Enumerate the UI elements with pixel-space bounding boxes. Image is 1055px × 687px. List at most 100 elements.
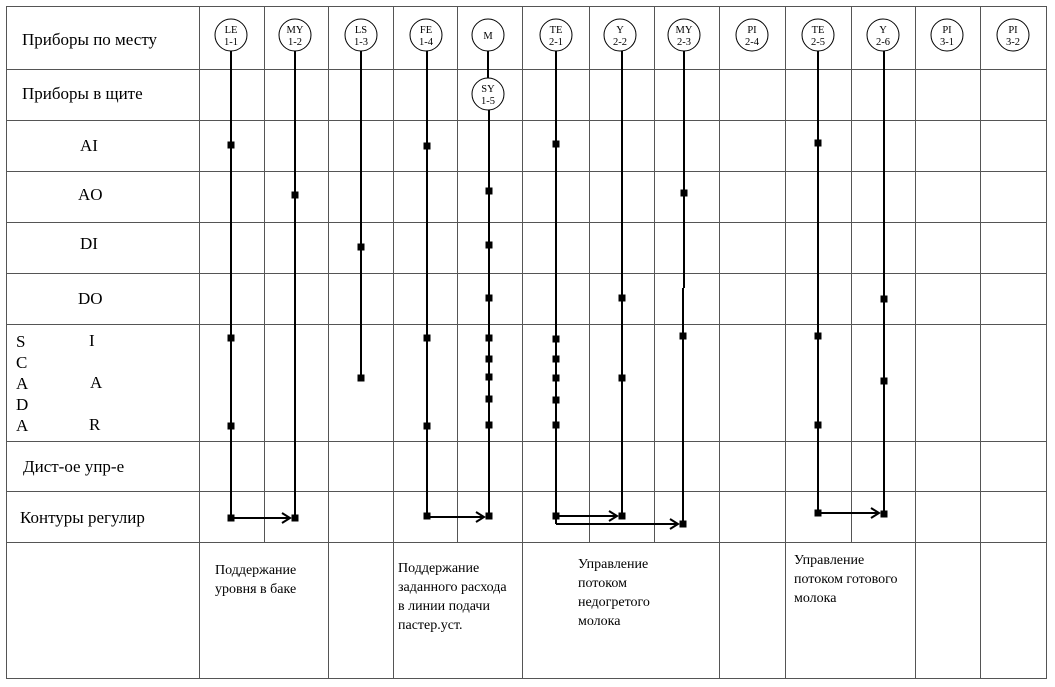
signal-marker [485,512,493,520]
description-line: Поддержание [215,563,297,578]
device-number: 2-6 [876,37,890,48]
row-label-do: DO [78,289,103,308]
row-label-ao: AO [78,185,103,204]
signal-lines [230,43,885,524]
signal-marker [423,512,431,520]
scada-letter: S [16,332,25,351]
signal-marker [552,374,560,382]
device-number: 2-5 [811,37,825,48]
signal-marker [485,334,493,342]
device-circle [539,18,573,52]
signal-marker [485,395,493,403]
device-my-1-2: MY 1-2 [278,18,312,52]
row-labels: Приборы по месту Приборы в щите AI AO DI… [16,30,158,527]
row-label-panel: Приборы в щите [22,84,143,103]
signal-marker [552,421,560,429]
signal-marker [485,355,493,363]
device-circle [409,18,443,52]
device-pi-3-2: PI 3-2 [996,18,1030,52]
device-circle [214,18,248,52]
signal-marker [423,334,431,342]
signal-marker [814,139,822,147]
table-grid [6,6,1047,679]
device-circle [471,18,505,52]
device-pi-2-4: PI 2-4 [735,18,769,52]
device-te-2-5: TE 2-5 [801,18,835,52]
device-number: 2-3 [677,37,691,48]
device-type: TE [550,25,563,36]
description-line: заданного расхода [398,580,507,595]
signal-marker [227,514,235,522]
description-line: молока [578,614,621,629]
signal-marker [679,332,687,340]
row-label-di: DI [80,234,98,253]
device-circle [801,18,835,52]
device-circle [930,18,964,52]
signal-marker [357,243,365,251]
description-line: недогретого [578,595,650,610]
device-number: 2-2 [613,37,627,48]
signal-marker [880,510,888,518]
row-label-field: Приборы по месту [22,30,158,49]
device-pi-3-1: PI 3-1 [930,18,964,52]
signal-marker [880,377,888,385]
table-border [6,6,1047,679]
row-label-ai: AI [80,136,98,155]
device-number: 2-1 [549,37,563,48]
row-label-remote: Дист-ое упр-е [23,457,124,476]
scada-sub-i: I [89,331,95,350]
signal-marker [423,142,431,150]
device-number: 1-1 [224,37,238,48]
signal-marker [423,422,431,430]
device-circle [735,18,769,52]
device-number: 2-4 [745,37,760,48]
description-line: Управление [578,557,649,572]
device-type: LE [225,25,238,36]
device-type: SY [481,84,495,95]
signal-marker [618,294,626,302]
description-flow-control: Поддержание заданного расхода в линии по… [398,559,507,635]
device-circle [344,18,378,52]
row-label-loops: Контуры регулир [20,508,145,527]
signal-marker [618,512,626,520]
signal-marker [552,396,560,404]
device-m: M [471,18,505,52]
signal-marker [227,141,235,149]
device-type: Y [616,25,624,36]
description-finished-milk: Управление потоком готового молока [794,551,897,608]
device-ls-1-3: LS 1-3 [344,18,378,52]
signal-marker [552,140,560,148]
device-type: FE [420,25,432,36]
description-line: Управление [794,553,865,568]
signal-marker [680,189,688,197]
device-number: 1-3 [354,37,368,48]
signal-marker [618,374,626,382]
signal-marker [227,422,235,430]
description-underheated-milk: Управление потоком недогретого молока [578,555,650,631]
signal-marker [679,520,687,528]
arrowhead [669,518,680,530]
control-loop-arrows [231,507,881,530]
description-level-control: Поддержание уровня в баке [215,561,296,599]
device-type: PI [747,25,757,36]
arrowhead [281,512,292,524]
description-line: потоком [578,576,627,591]
device-circle [603,18,637,52]
description-line: потоком готового [794,572,898,587]
device-y-2-2: Y 2-2 [603,18,637,52]
scada-letter: C [16,353,27,372]
device-type: MY [676,25,693,36]
signal-marker [291,191,299,199]
device-circle [996,18,1030,52]
device-le-1-1: LE 1-1 [214,18,248,52]
signal-marker [485,187,493,195]
device-type: PI [1008,25,1018,36]
signal-marker [485,241,493,249]
arrowhead [870,507,881,519]
scada-letter: A [16,416,29,435]
device-fe-1-4: FE 1-4 [409,18,443,52]
signal-markers [227,139,888,528]
arrowhead [475,511,486,523]
